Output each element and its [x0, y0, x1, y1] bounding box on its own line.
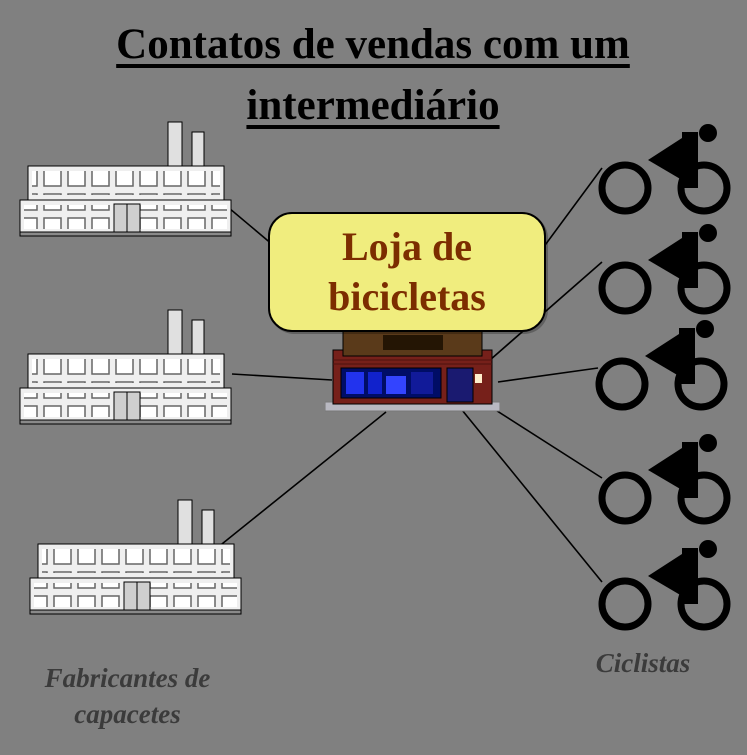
factory-icon — [29, 499, 242, 615]
factory-icon — [19, 309, 232, 425]
factory-node-1 — [18, 120, 233, 238]
cyclist-icon — [598, 432, 733, 527]
cyclist-node-2 — [598, 222, 733, 317]
cyclist-node-1 — [598, 122, 733, 217]
bike-shop-icon — [325, 330, 500, 412]
link-store-cyclist2 — [489, 261, 603, 361]
cyclist-node-4 — [598, 432, 733, 527]
cyclist-icon — [595, 318, 730, 413]
link-factory2-store — [231, 373, 333, 381]
left-group-label: Fabricantes de capacetes — [44, 663, 211, 730]
link-factory3-store — [206, 411, 387, 557]
cyclist-node-5 — [598, 538, 733, 633]
factory-icon — [19, 121, 232, 237]
right-group-label: Ciclistas — [595, 648, 691, 678]
link-store-cyclist5 — [461, 409, 603, 583]
cyclist-icon — [598, 122, 733, 217]
diagram-title: Contatos de vendas com um intermediário — [116, 21, 630, 130]
link-store-cyclist3 — [497, 367, 599, 383]
factory-node-2 — [18, 308, 233, 426]
cyclist-icon — [598, 222, 733, 317]
bike-shop-node — [325, 330, 500, 412]
store-label-box: Loja de bicicletas — [268, 212, 546, 332]
factory-node-3 — [28, 498, 243, 616]
cyclist-icon — [598, 538, 733, 633]
cyclist-node-3 — [595, 318, 730, 413]
link-store-cyclist4 — [482, 401, 603, 479]
store-label: Loja de bicicletas — [328, 224, 486, 319]
